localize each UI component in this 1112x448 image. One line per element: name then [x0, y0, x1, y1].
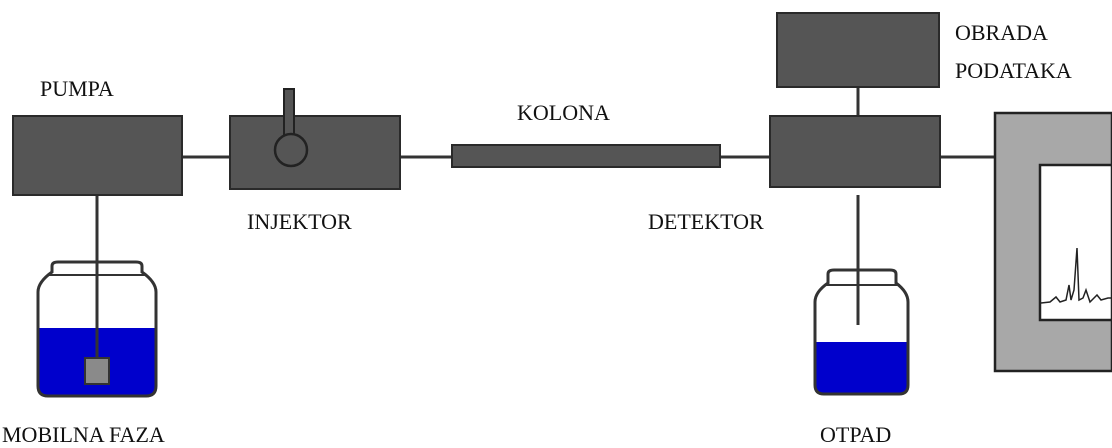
injector-box: [229, 115, 401, 190]
pump-box: [12, 115, 183, 196]
data-processing-box: [776, 12, 940, 88]
data-processing-label-line2: PODATAKA: [955, 58, 1072, 83]
waste-label: OTPAD: [820, 422, 892, 447]
injector-label: INJEKTOR: [247, 209, 352, 234]
column-tube: [451, 144, 721, 168]
waste-bottle-icon: [813, 268, 910, 396]
mobile-phase-bottle-icon: [36, 260, 158, 398]
detector-label: DETEKTOR: [648, 209, 764, 234]
waste-liquid: [815, 342, 908, 394]
detector-box: [769, 115, 941, 188]
mobile-phase-label: MOBILNA FAZA: [2, 422, 165, 447]
recorder-icon: [993, 111, 1112, 373]
inlet-filter-icon: [84, 357, 110, 385]
injector-valve-icon: [273, 88, 309, 168]
data-processing-label-line1: OBRADA: [955, 20, 1048, 45]
column-label: KOLONA: [517, 100, 610, 125]
chromatogram-trace: [1040, 247, 1112, 304]
pump-label: PUMPA: [40, 76, 114, 101]
